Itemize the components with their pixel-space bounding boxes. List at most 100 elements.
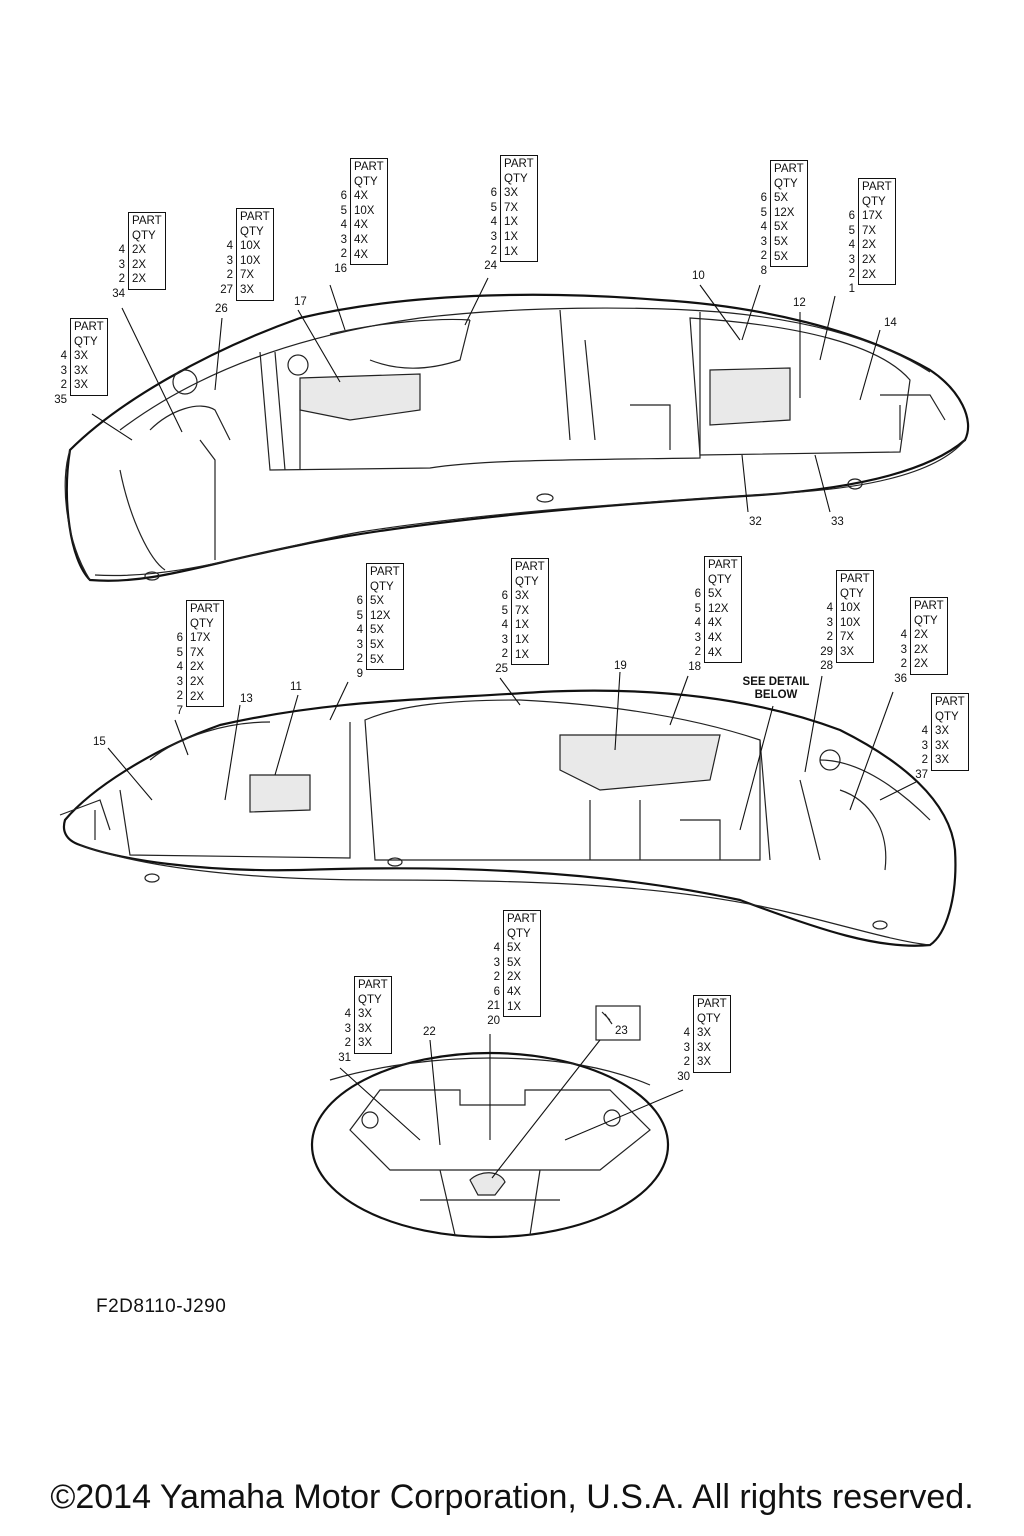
qty-value: 2X [190,675,205,688]
part-header: PART [504,158,534,170]
part-header: PART [708,559,738,571]
part-header: PART [935,696,965,708]
qty-value: 10X [840,616,861,629]
qty-value: 4X [708,617,723,630]
part-number: 2 [848,268,855,281]
callout-15: 15 [93,736,106,748]
part-header: PART [74,321,104,333]
qty-header: QTY [774,177,798,190]
part-number: 5 [356,609,363,622]
qty-value: 3X [697,1027,712,1040]
qty-value: 3X [697,1056,712,1069]
qty-value: 2X [862,268,877,281]
part-number: 6 [356,595,363,607]
qty-value: 2X [190,661,205,674]
qty-value: 4X [354,248,369,261]
part-header: PART [914,600,944,612]
qty-value: 1X [515,633,530,646]
qty-value: 5X [370,653,385,666]
reference-number: 30 [677,1070,690,1083]
reference-number: 36 [894,672,907,685]
qty-value: 3X [840,645,855,658]
part-number: 5 [760,206,767,219]
part-number: 2 [694,646,701,659]
qty-header: QTY [697,1012,721,1025]
part-number: 6 [176,632,183,644]
part-number: 3 [501,633,508,646]
part-header: PART [370,566,400,578]
part-header: PART [358,979,388,991]
part-number: 3 [694,631,701,644]
qty-value: 10X [240,240,261,253]
part-header: PART [190,603,220,615]
qty-header: QTY [914,614,938,627]
qty-value: 7X [862,224,877,237]
part-number: 5 [848,224,855,237]
part-number: 2 [118,273,125,286]
part-number: 3 [826,616,833,629]
lower-hull-drawing [59,689,957,947]
qty-value: 3X [358,1022,373,1035]
reference-number: 35 [54,393,67,406]
part-number: 2 [493,971,500,984]
part-number: 2 [344,1037,351,1050]
part-number: 3 [490,230,497,243]
qty-header: QTY [840,587,864,600]
qty-value: 2X [914,643,929,656]
part-number: 2 [340,248,347,261]
part-number: 6 [340,190,347,202]
reference-number: 7 [176,704,183,717]
qty-value: 4X [507,985,522,998]
qty-value: 3X [240,283,255,296]
part-number: 2 [226,269,233,282]
qty-value: 3X [74,350,89,363]
qty-header: QTY [708,573,732,586]
callout-11: 11 [290,681,302,693]
part-number: 2 [60,379,67,392]
part-number: 6 [694,588,701,600]
qty-value: 3X [74,364,89,377]
leader-lines [91,277,917,1179]
qty-value: 5X [774,250,789,263]
part-number: 4 [226,240,233,252]
see-detail-line-1: SEE DETAIL [742,676,810,688]
part-number: 2 [900,658,907,671]
part-number: 5 [176,646,183,659]
callout-26: 26 [215,303,228,315]
part-number: 5 [490,201,497,214]
part-number: 6 [848,210,855,222]
qty-value: 17X [190,632,211,645]
part-number: 4 [176,661,183,674]
part-number: 5 [694,602,701,615]
part-number: 4 [356,624,363,637]
qty-value: 2X [190,690,205,703]
see-detail-line-2: BELOW [754,689,798,701]
reference-number: 20 [487,1014,500,1027]
qty-value: 1X [515,619,530,632]
part-number: 5 [340,204,347,217]
part-header: PART [507,913,537,925]
qty-value: 10X [354,204,375,217]
qty-value: 3X [935,725,950,738]
part-header: PART [240,211,270,223]
part-number: 3 [356,638,363,651]
part-number: 6 [490,187,497,199]
qty-value: 5X [774,221,789,234]
reference-number: 28 [820,660,833,673]
callout-32: 32 [749,516,762,528]
part-number: 4 [344,1008,351,1020]
qty-value: 12X [708,602,729,615]
part-number: 2 [176,690,183,703]
